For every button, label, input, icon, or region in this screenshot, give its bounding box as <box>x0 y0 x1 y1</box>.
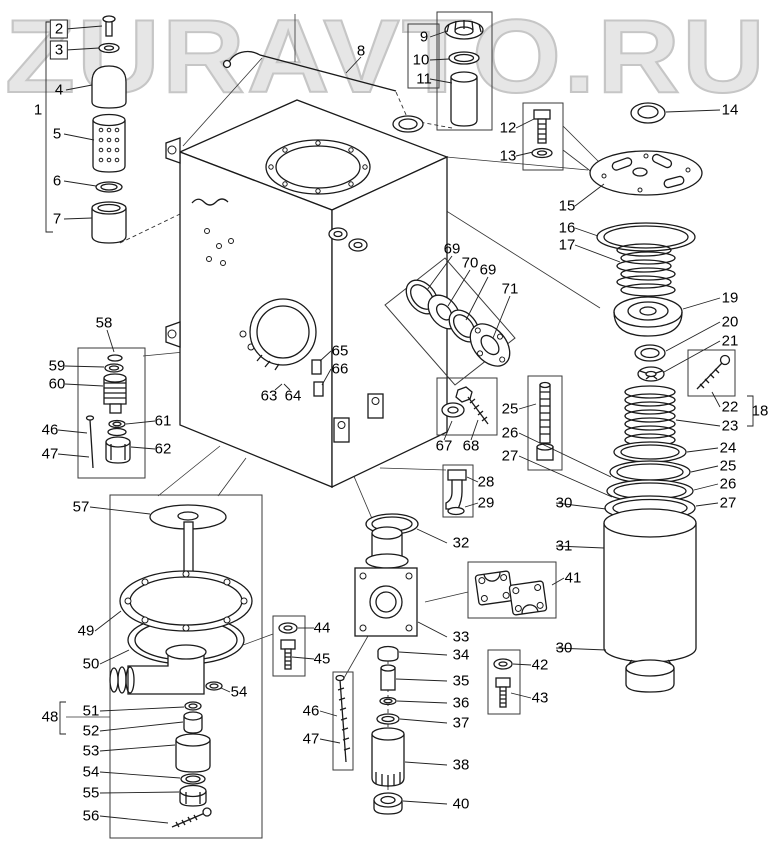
side-cover-group <box>384 257 516 386</box>
tank-body <box>165 99 449 489</box>
suction-assembly <box>109 494 263 839</box>
side-flange <box>249 298 317 371</box>
filler-opening <box>265 139 371 195</box>
bolt-group-12-13 <box>522 102 564 171</box>
filter-column-assembly <box>527 102 736 693</box>
spring-23 <box>624 385 676 447</box>
drain-valve-assembly <box>77 347 146 479</box>
valve-assembly <box>354 526 418 815</box>
group-brackets <box>45 21 754 735</box>
filter-element <box>603 508 697 693</box>
stud-group <box>527 375 563 471</box>
flange-pair-41 <box>467 561 557 619</box>
drain-bolt-group <box>436 377 498 436</box>
leader-lines <box>57 25 721 824</box>
breather-assembly <box>91 15 127 244</box>
screw-22 <box>687 349 736 397</box>
spring-17 <box>616 243 676 297</box>
fitting-group-28-29 <box>442 464 474 518</box>
bolt-group-44-45 <box>272 615 306 677</box>
dipstick-port <box>392 115 424 133</box>
dipstick-rod <box>222 50 397 92</box>
filler-cap-group <box>407 11 493 131</box>
watermark-text: ZURAVTO.RU <box>5 0 767 115</box>
filter-holes <box>98 127 120 163</box>
stud-strip-46-47 <box>332 671 354 771</box>
bolt-group-42-43 <box>487 649 521 715</box>
